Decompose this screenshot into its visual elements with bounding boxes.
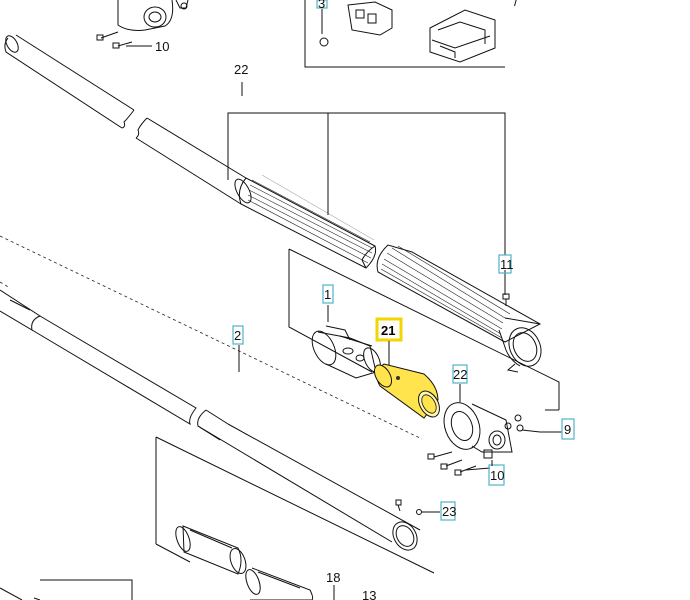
coupling-part-1: 1 xyxy=(311,284,381,379)
clamp-part-22: 22 xyxy=(443,364,541,459)
bottom-left-inset xyxy=(0,579,133,600)
part-label-9: 9 xyxy=(564,422,571,437)
lower-shaft-group: 2 23 xyxy=(0,235,456,574)
svg-text:/: / xyxy=(514,0,518,9)
screw-set-10: 10 xyxy=(427,451,505,486)
part-label-22-right: 22 xyxy=(453,367,467,382)
screw-part-9: 9 xyxy=(540,418,575,440)
ribbed-grip-tube-lower xyxy=(376,244,542,373)
part-label-2: 2 xyxy=(234,328,241,343)
part-label-10-top: 10 xyxy=(155,39,169,54)
bottom-sleeves xyxy=(175,525,314,600)
group-frame-middle xyxy=(288,248,560,411)
part-label-18: 18 xyxy=(326,570,340,585)
part-label-22-top: 22 xyxy=(234,62,248,77)
part-label-1: 1 xyxy=(324,287,331,302)
bottom-labels: 18 13 xyxy=(326,570,376,600)
screw-11 xyxy=(502,293,510,306)
screw-pair-top xyxy=(96,31,152,49)
part-label-11: 11 xyxy=(500,257,514,272)
upper-shaft xyxy=(4,34,247,205)
inset-panel-top: 3 / xyxy=(304,0,518,68)
upper-clamp-assembly: 10 xyxy=(96,0,189,54)
part-label-21: 21 xyxy=(381,323,395,338)
part-label-23: 23 xyxy=(442,504,456,519)
part-label-13: 13 xyxy=(362,588,376,600)
part-label-10-bottom: 10 xyxy=(490,468,504,483)
part-label-3: 3 xyxy=(318,0,325,11)
sleeve-part-21-highlighted[interactable]: 21 xyxy=(371,317,444,421)
ribbed-grip-tube xyxy=(234,174,377,269)
leader-22-top: 22 xyxy=(227,62,506,295)
